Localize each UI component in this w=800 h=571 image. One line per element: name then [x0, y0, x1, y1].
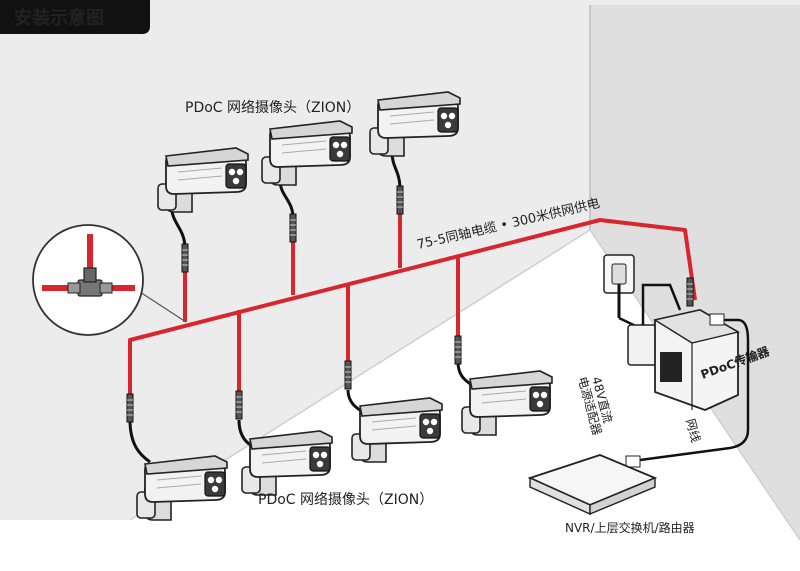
t-connector-icon [42, 234, 135, 297]
coax-trunk [128, 210, 697, 395]
title-badge: 安装示意图 [0, 0, 150, 34]
nvr-icon [527, 454, 658, 516]
bottom-cameras-label: PDoC 网络摄像头（ZION） [258, 492, 433, 508]
power-adapter-icon [618, 283, 682, 366]
nvr-label: NVR/上层交换机/路由器 [565, 520, 695, 535]
network-cable [639, 318, 750, 462]
power-socket-icon [603, 254, 635, 318]
t-connector-callout [32, 224, 187, 336]
rj45-plug-icon [625, 313, 725, 468]
network-cable-label: 网线 [683, 417, 703, 444]
page-title: 安装示意图 [14, 7, 104, 29]
top-cameras-label: PDoC 网络摄像头（ZION） [185, 100, 360, 116]
